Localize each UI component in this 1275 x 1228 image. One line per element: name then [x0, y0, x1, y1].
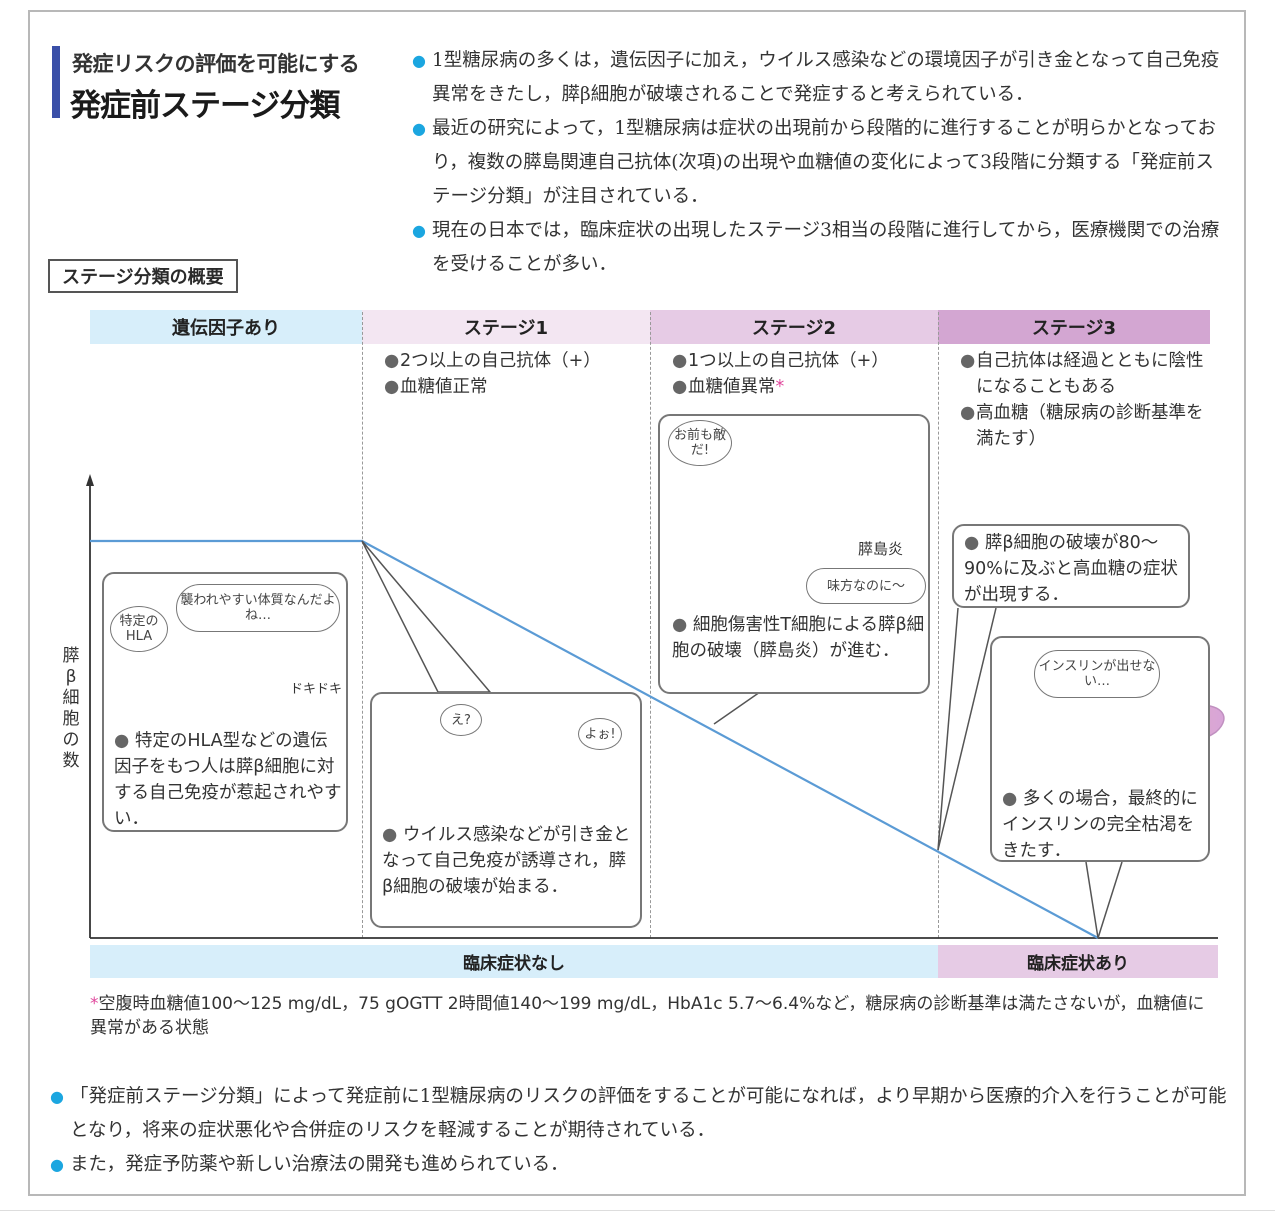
speech-bubble-enemy: お前も敵だ!: [668, 420, 732, 466]
y-axis-arrow: [86, 474, 94, 486]
stage-header-genetic: 遺伝因子あり: [90, 310, 362, 344]
figure-frame: [28, 10, 1246, 1196]
footnote: *空腹時血糖値100〜125 mg/dL，75 gOGTT 2時間値140〜19…: [90, 994, 1205, 1038]
speech-bubble-yoo: よぉ!: [578, 718, 622, 750]
callout-pointer: [361, 540, 492, 693]
callout-pointer: [1085, 861, 1099, 939]
stage-divider: [650, 312, 651, 938]
isletitis-label: 膵島炎: [858, 540, 904, 558]
outro-paragraph: ●「発症前ステージ分類」によって発症前に1型糖尿病のリスクの評価をすることが可能…: [50, 1080, 1230, 1148]
bullet-icon: ●: [412, 51, 426, 70]
stage1-description: ●2つ以上の自己抗体（+） ●血糖値正常: [384, 351, 601, 397]
band-no-symptoms: 臨床症状なし: [90, 945, 938, 978]
title-accent-bar: [52, 46, 60, 118]
intro-paragraph: ●最近の研究によって，1型糖尿病は症状の出現前から段階的に進行することが明らかと…: [412, 112, 1224, 214]
speech-bubble-eh: え?: [440, 704, 482, 736]
stage2-description: ●1つ以上の自己抗体（+） ●血糖値異常*: [672, 351, 889, 397]
intro-text: ●1型糖尿病の多くは，遺伝因子に加え，ウイルス感染などの環境因子が引き金となって…: [412, 44, 1224, 282]
callout-pointer: [1097, 861, 1123, 939]
outro-paragraph: ●また，発症予防薬や新しい治療法の開発も進められている．: [50, 1148, 1230, 1182]
dokidoki-text: ドキドキ: [290, 682, 343, 697]
intro-paragraph: ●1型糖尿病の多くは，遺伝因子に加え，ウイルス感染などの環境因子が引き金となって…: [412, 44, 1224, 112]
stage3-destruction-text: ● 膵β細胞の破壊が80〜90%に及ぶと高血糖の症状が出現する．: [964, 533, 1178, 605]
stage-header-1: ステージ1: [362, 310, 650, 344]
stage-divider: [362, 312, 363, 938]
overview-label: ステージ分類の概要: [48, 259, 238, 293]
bullet-icon: ●: [50, 1087, 64, 1106]
bullet-icon: ●: [412, 221, 426, 240]
genetic-callout-text: ● 特定のHLA型などの遺伝因子をもつ人は膵β細胞に対する自己免疫が惹起されやす…: [114, 731, 342, 829]
band-symptoms: 臨床症状あり: [938, 945, 1218, 978]
stage1-callout-text: ● ウイルス感染などが引き金となって自己免疫が誘導され，膵β細胞の破壊が始まる．: [382, 825, 631, 897]
bullet-icon: ●: [50, 1155, 64, 1174]
page-title: 発症前ステージ分類: [70, 88, 340, 124]
page-subtitle: 発症リスクの評価を可能にする: [72, 52, 360, 76]
stage-header-3: ステージ3: [938, 310, 1210, 344]
stage2-callout: [658, 414, 930, 694]
stage3-description: ●自己抗体は経過とともに陰性になることもある ●高血糖（糖尿病の診断基準を満たす…: [960, 351, 1204, 449]
callout-pointer: [713, 691, 761, 725]
stage-divider: [938, 312, 939, 938]
callout-pointer: [937, 607, 997, 851]
stage3-destruction-callout: [952, 524, 1190, 608]
stage2-callout-text: ● 細胞傷害性T細胞による膵β細胞の破壊（膵島炎）が進む．: [672, 615, 925, 661]
speech-bubble-hla: 特定のHLA: [110, 606, 168, 652]
callout-pointer: [937, 607, 959, 851]
bullet-icon: ●: [412, 119, 426, 138]
speech-bubble-ally: 味方なのに〜: [806, 568, 926, 604]
outro-text: ●「発症前ステージ分類」によって発症前に1型糖尿病のリスクの評価をすることが可能…: [50, 1080, 1230, 1182]
speech-bubble-vulnerable: 襲われやすい体質なんだよね…: [176, 584, 340, 632]
speech-bubble-insulin: インスリンが出せない…: [1034, 650, 1160, 698]
intro-paragraph: ●現在の日本では，臨床症状の出現したステージ3相当の段階に進行してから，医療機関…: [412, 214, 1224, 282]
stage-header-2: ステージ2: [650, 310, 938, 344]
y-axis-label: 膵β細胞の数: [62, 646, 80, 771]
divider: [0, 1210, 1275, 1211]
stage3-final-text: ● 多くの場合，最終的にインスリンの完全枯渇をきたす．: [1002, 789, 1198, 861]
